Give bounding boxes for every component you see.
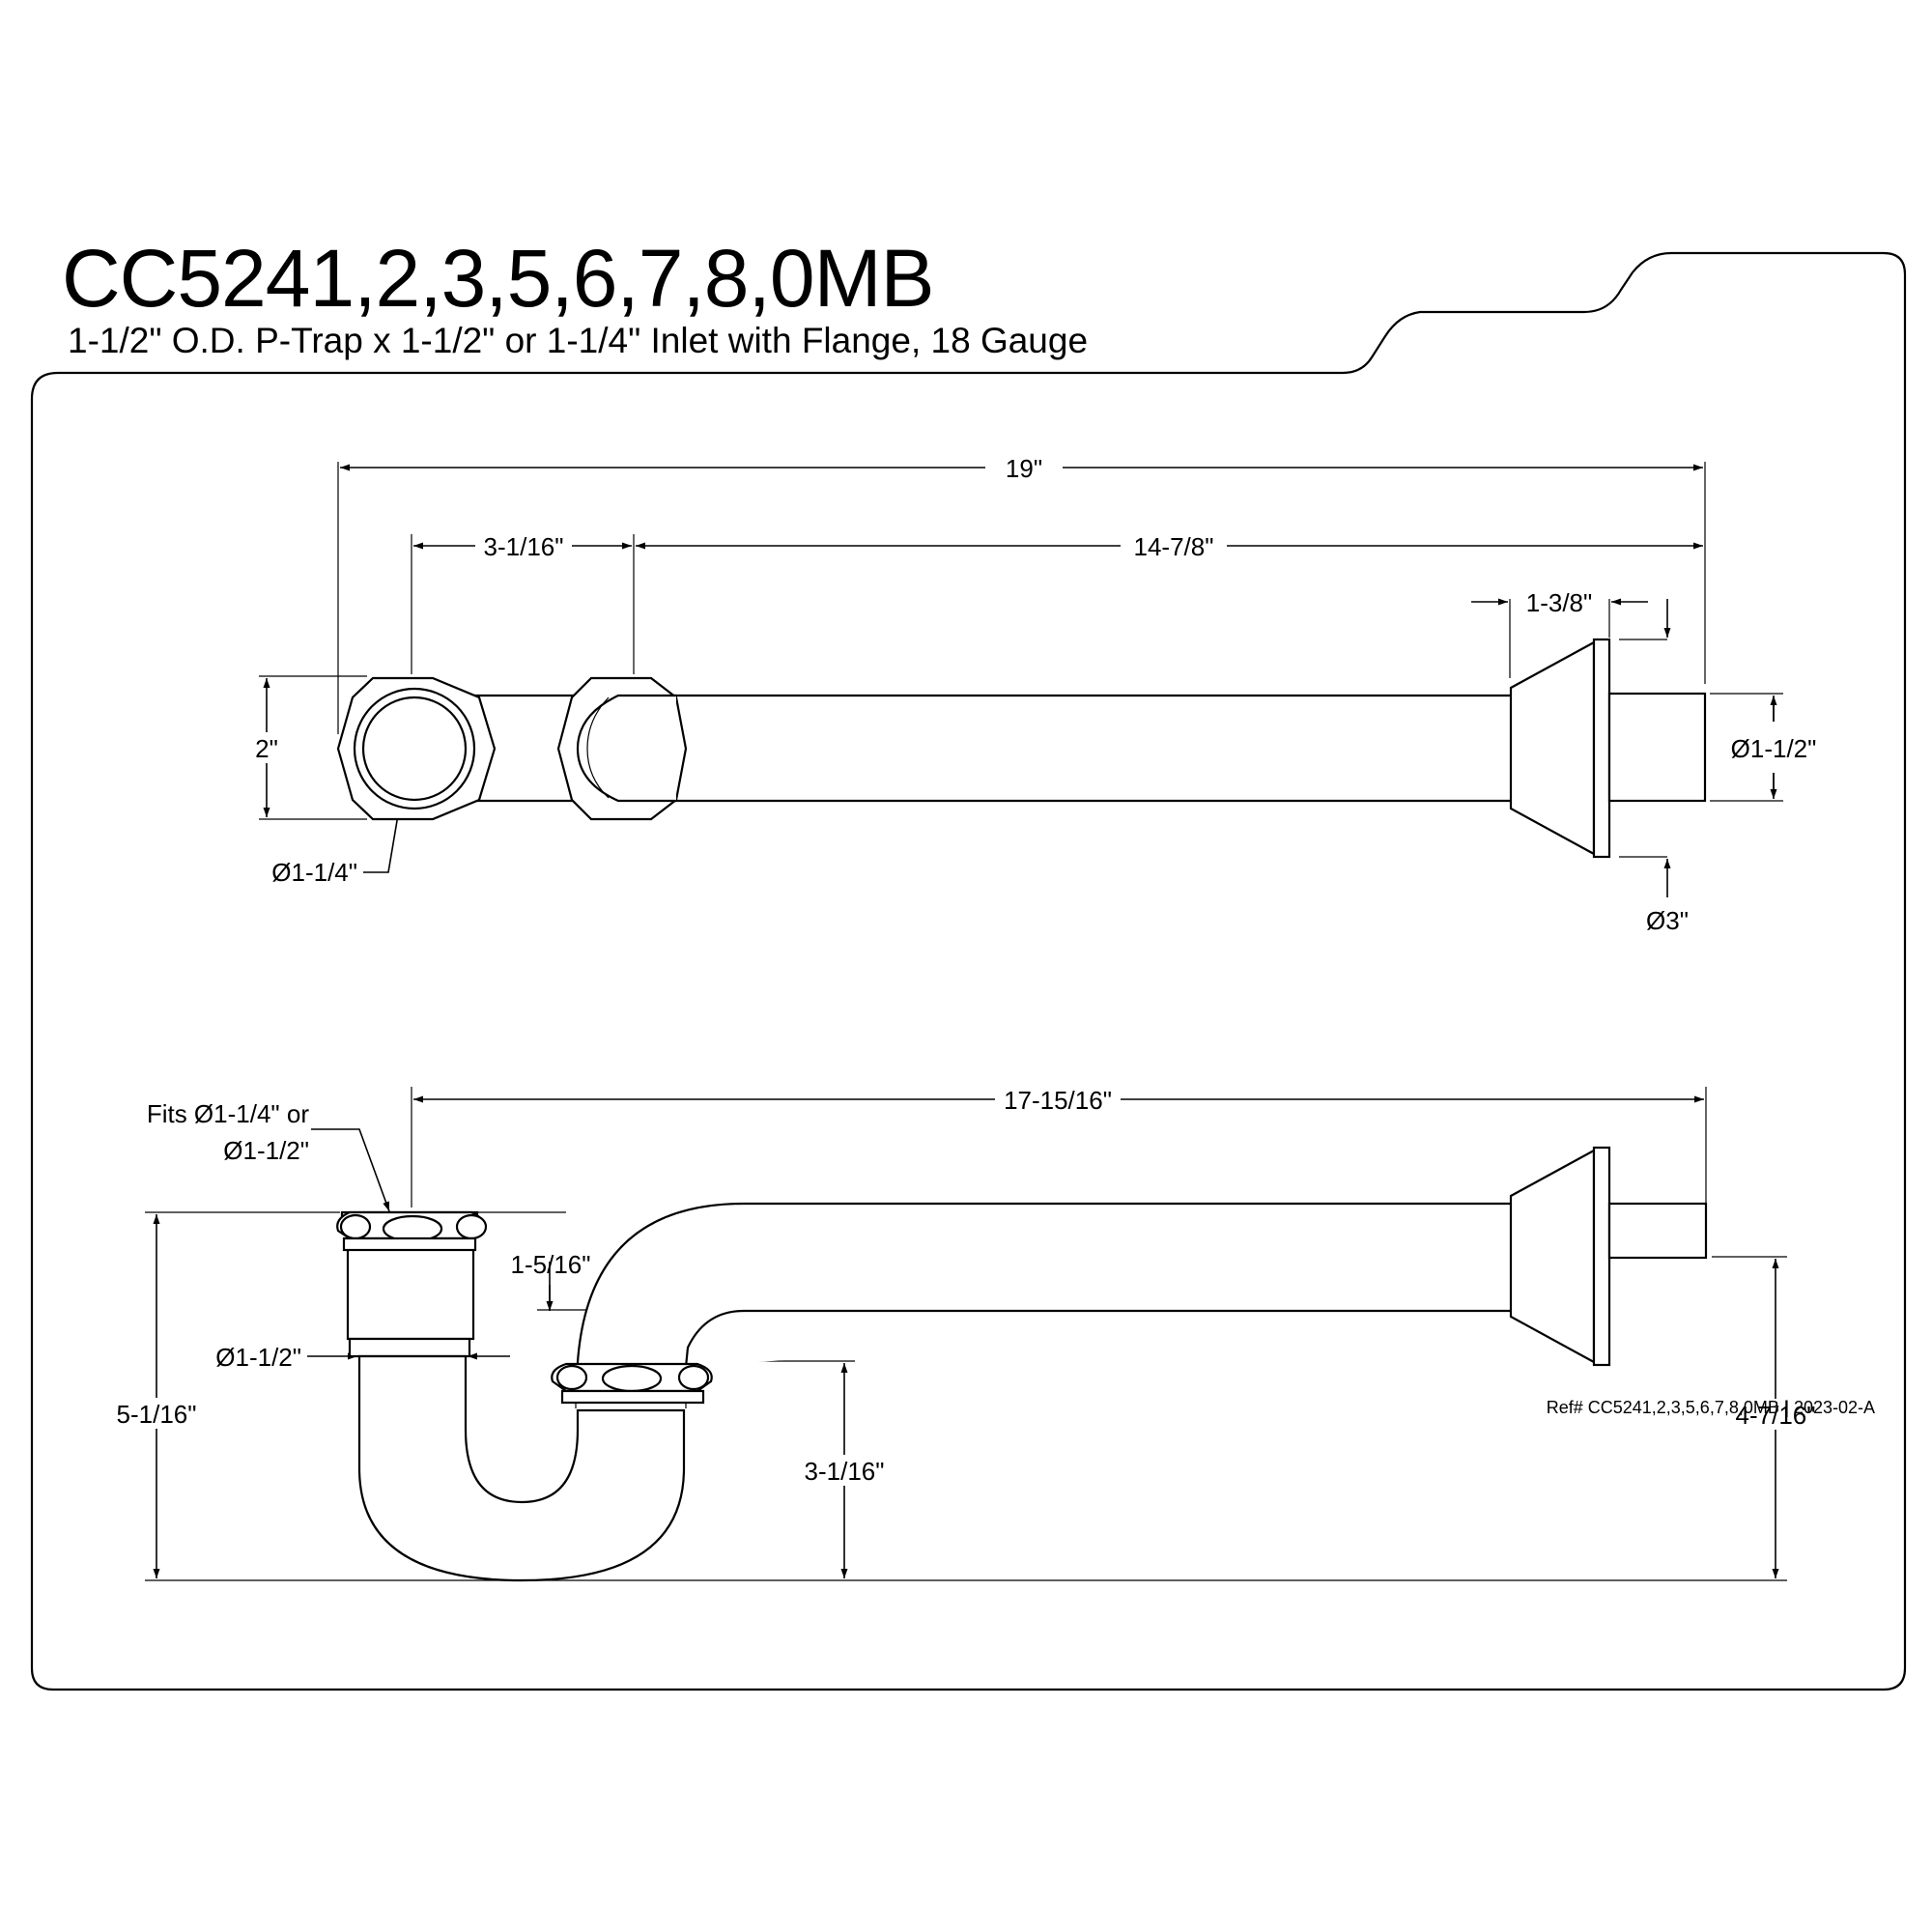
dim-flange-od: Ø3" xyxy=(1646,906,1689,935)
reference-footer: Ref# CC5241,2,3,5,6,7,8,0MB | 2023-02-A xyxy=(1547,1398,1875,1418)
side-view: 17-15/16" Fits Ø1-1/4" or Ø1-1/2" 5-1/16… xyxy=(106,1084,1826,1582)
dim-outlet-height: 4-7/16" xyxy=(1736,1401,1816,1430)
note-fits-line1: Fits Ø1-1/4" or xyxy=(147,1099,310,1128)
dim-overall-top: 19" xyxy=(1006,454,1042,483)
product-title: CC5241,2,3,5,6,7,8,0MB xyxy=(62,233,935,324)
dim-inlet-id: Ø1-1/4" xyxy=(271,858,357,887)
ref-separator: | xyxy=(1783,1398,1789,1417)
dim-nut-height: 3-1/16" xyxy=(805,1457,885,1486)
ref-code: Ref# CC5241,2,3,5,6,7,8,0MB xyxy=(1546,1398,1779,1417)
dim-overall-side: 17-15/16" xyxy=(1004,1086,1112,1115)
dim-outlet-od: Ø1-1/2" xyxy=(1731,734,1817,763)
product-subtitle: 1-1/2" O.D. P-Trap x 1-1/2" or 1-1/4" In… xyxy=(68,321,1089,360)
dim-arm-drop: 1-5/16" xyxy=(511,1250,591,1279)
top-view: 19" 3-1/16" 14-7/8" 1-3/8" 2" Ø1-1/2" Ø3… xyxy=(249,452,1816,935)
dim-tube-od: Ø1-1/2" xyxy=(215,1343,301,1372)
note-fits-line2: Ø1-1/2" xyxy=(223,1136,309,1165)
ref-revision: 2023-02-A xyxy=(1793,1398,1875,1417)
dim-arm-length: 14-7/8" xyxy=(1134,532,1214,561)
dim-flange-depth: 1-3/8" xyxy=(1526,588,1593,617)
dim-total-height: 5-1/16" xyxy=(117,1400,197,1429)
drawing-frame xyxy=(30,251,1907,1691)
dim-height-top: 2" xyxy=(255,734,278,763)
dim-inlet-offset: 3-1/16" xyxy=(484,532,564,561)
